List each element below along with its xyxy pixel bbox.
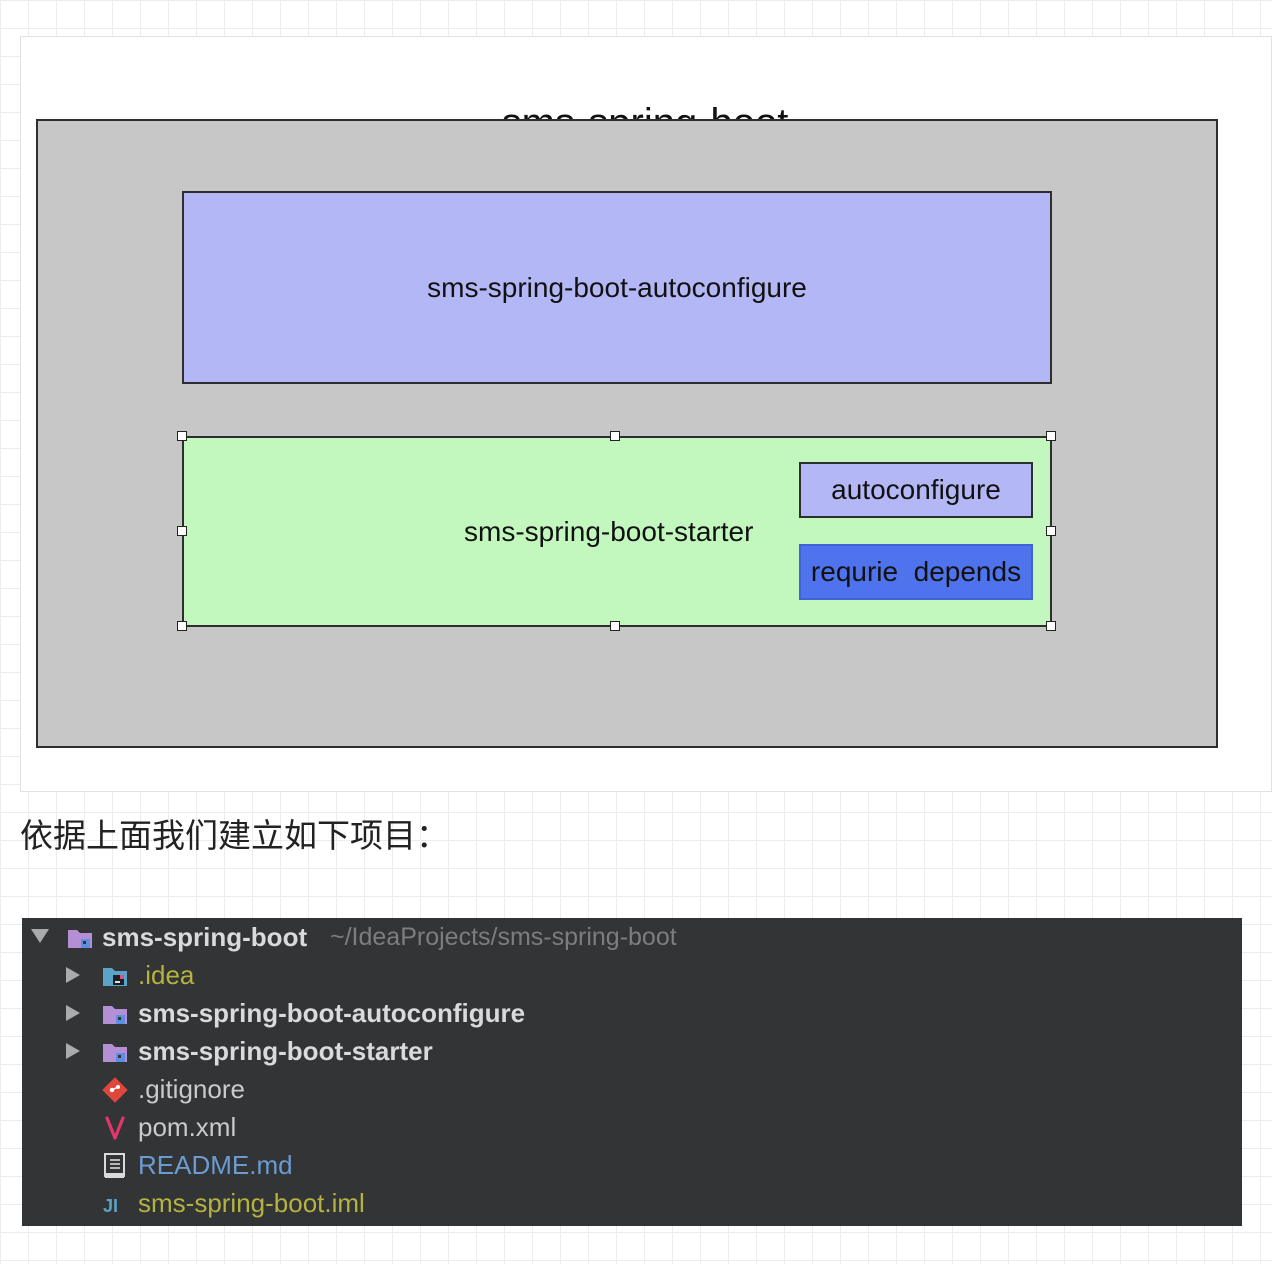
tree-item-label: pom.xml bbox=[138, 1112, 237, 1142]
starter-depends-label: requrie depends bbox=[810, 556, 1022, 587]
selection-handle-top-center[interactable] bbox=[610, 431, 620, 441]
selection-handle-bottom-left[interactable] bbox=[177, 621, 187, 631]
git-icon bbox=[102, 1077, 128, 1103]
tree-item-label: .gitignore bbox=[138, 1074, 245, 1104]
idea-folder-icon bbox=[103, 968, 127, 986]
starter-module-label: sms-spring-boot-starter bbox=[464, 516, 754, 547]
tree-item-label: sms-spring-boot-starter bbox=[138, 1036, 433, 1066]
expand-arrow-icon[interactable] bbox=[66, 967, 80, 983]
tree-item-label: README.md bbox=[138, 1150, 293, 1180]
iml-icon: JI bbox=[103, 1196, 118, 1216]
expand-arrow-icon[interactable] bbox=[31, 929, 49, 943]
expand-arrow-icon[interactable] bbox=[66, 1043, 80, 1059]
root-path: ~/IdeaProjects/sms-spring-boot bbox=[330, 923, 677, 951]
markdown-icon bbox=[104, 1153, 125, 1178]
tree-item-label: .idea bbox=[138, 960, 195, 990]
starter-autoconfigure-label: autoconfigure bbox=[831, 474, 1001, 505]
tree-item-readme[interactable]: README.md bbox=[22, 1146, 1242, 1184]
module-folder-icon bbox=[68, 930, 92, 948]
selection-handle-top-right[interactable] bbox=[1046, 431, 1056, 441]
selection-handle-bottom-right[interactable] bbox=[1046, 621, 1056, 631]
expand-arrow-icon[interactable] bbox=[66, 1005, 80, 1021]
caption-text: 依据上面我们建立如下项目： bbox=[20, 817, 449, 854]
selection-handle-middle-left[interactable] bbox=[177, 526, 187, 536]
module-folder-icon bbox=[103, 1044, 127, 1062]
tree-item-starter[interactable]: sms-spring-boot-starter bbox=[22, 1032, 1242, 1070]
starter-depends-box[interactable]: requrie depends bbox=[799, 544, 1033, 600]
root-name: sms-spring-boot bbox=[102, 922, 308, 952]
tree-item-label: sms-spring-boot-autoconfigure bbox=[138, 998, 526, 1028]
tree-item-autoconfigure[interactable]: sms-spring-boot-autoconfigure bbox=[22, 994, 1242, 1032]
tree-item-gitignore[interactable]: .gitignore bbox=[22, 1070, 1242, 1108]
starter-autoconfigure-box[interactable]: autoconfigure bbox=[799, 462, 1033, 518]
maven-icon bbox=[105, 1116, 125, 1140]
selection-handle-top-left[interactable] bbox=[177, 431, 187, 441]
selection-handle-middle-right[interactable] bbox=[1046, 526, 1056, 536]
selection-handle-bottom-center[interactable] bbox=[610, 621, 620, 631]
autoconfigure-module-label: sms-spring-boot-autoconfigure bbox=[427, 271, 807, 303]
module-folder-icon bbox=[103, 1006, 127, 1024]
tree-item-idea[interactable]: .idea bbox=[22, 956, 1242, 994]
tree-root-row[interactable]: sms-spring-boot ~/IdeaProjects/sms-sprin… bbox=[22, 918, 1242, 956]
svg-text:JI: JI bbox=[103, 1196, 118, 1216]
tree-item-label: sms-spring-boot.iml bbox=[138, 1188, 365, 1218]
project-tree: sms-spring-boot ~/IdeaProjects/sms-sprin… bbox=[22, 918, 1242, 1226]
tree-item-pom[interactable]: pom.xml bbox=[22, 1108, 1242, 1146]
tree-item-iml[interactable]: JI sms-spring-boot.iml bbox=[22, 1184, 1242, 1222]
autoconfigure-module-box[interactable]: sms-spring-boot-autoconfigure bbox=[182, 191, 1052, 384]
